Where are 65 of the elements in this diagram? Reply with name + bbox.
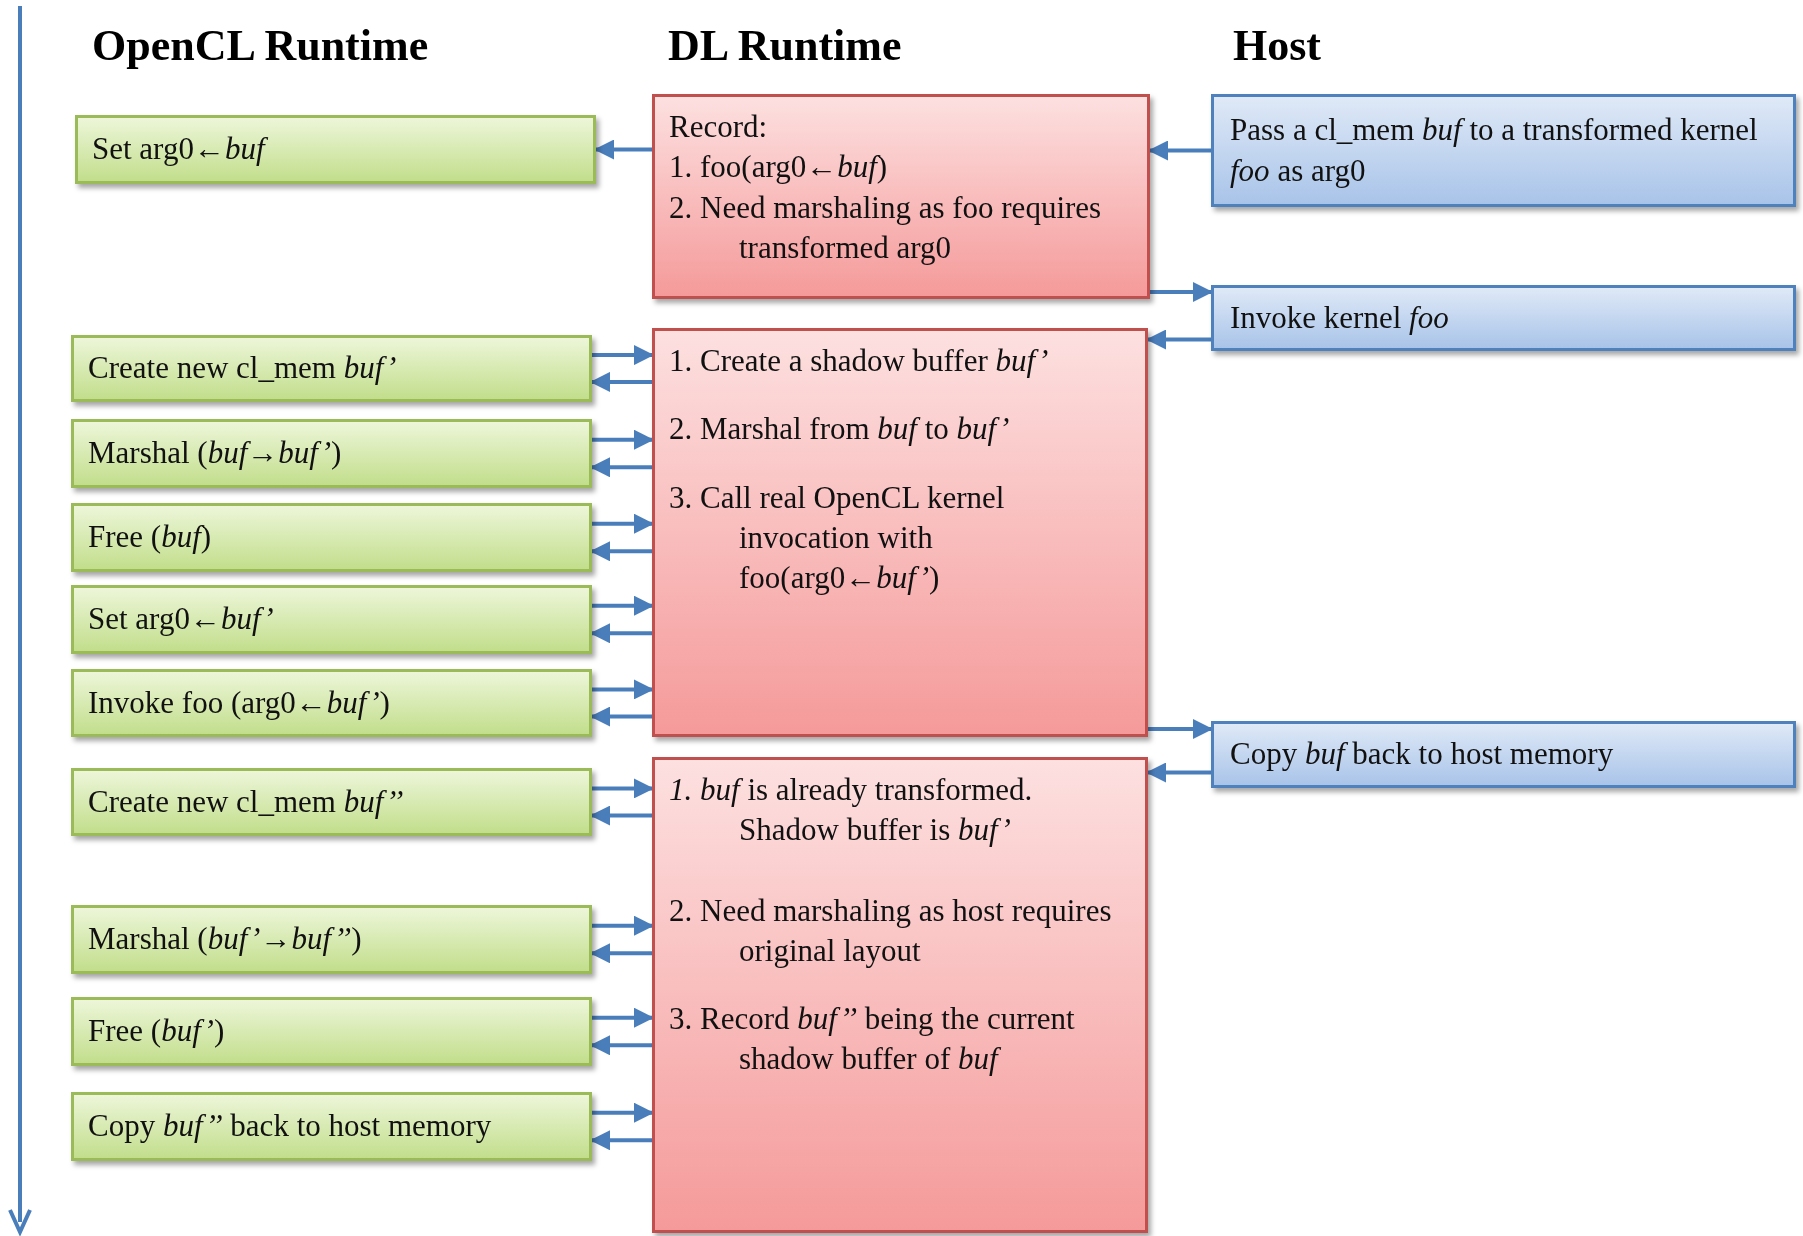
host-box xyxy=(1211,285,1796,351)
list-item: 2. Marshal from buf to buf’ xyxy=(669,410,1011,449)
step-box xyxy=(71,503,592,572)
step-text: Create new cl_mem buf’ xyxy=(88,349,398,388)
step-box xyxy=(71,335,592,402)
arrow xyxy=(592,1102,654,1123)
arrow xyxy=(1148,719,1213,739)
arrow xyxy=(592,345,654,366)
arrow xyxy=(590,706,652,727)
arrow xyxy=(590,623,652,644)
step-text: Create new cl_mem buf’’ xyxy=(88,782,405,821)
runtime-box xyxy=(652,328,1148,737)
box-heading: Record: xyxy=(669,108,769,146)
arrow xyxy=(590,457,652,478)
arrow xyxy=(592,1007,654,1028)
step-text: Set arg0←buf’ xyxy=(88,600,275,639)
list-item: 1. Create a shadow buffer buf’ xyxy=(669,342,1050,380)
step-text: Invoke kernel foo xyxy=(1230,298,1450,337)
list-item: 3. Call real OpenCL kernel invocation with foo(arg0←buf’) xyxy=(669,478,1006,598)
runtime-box xyxy=(652,757,1148,1233)
step-text: Free (buf) xyxy=(88,518,213,557)
arrow xyxy=(1148,140,1211,161)
step-box xyxy=(71,669,592,737)
arrow xyxy=(590,541,652,562)
step-box xyxy=(71,419,592,488)
arrow xyxy=(590,1130,652,1151)
arrow xyxy=(590,805,652,826)
list-item: 2. Need marshaling as host requires original layout xyxy=(669,891,1113,970)
arrow xyxy=(590,371,652,392)
runtime-box xyxy=(652,94,1150,299)
step-box xyxy=(71,768,592,836)
step-box xyxy=(75,115,596,184)
arrow xyxy=(592,595,654,616)
arrow xyxy=(1146,329,1211,350)
step-box xyxy=(71,905,592,974)
step-text: Set arg0←buf xyxy=(92,129,579,170)
list-item: 3. Record buf’’ being the current shadow buffer of buf xyxy=(669,1000,1076,1079)
step-text: Pass a cl_mem buf to a transformed kernel foo as arg0 xyxy=(1230,111,1759,190)
step-text: Copy buf’’ back to host memory xyxy=(88,1107,493,1146)
arrow xyxy=(592,778,654,799)
arrow xyxy=(590,943,652,964)
step-box xyxy=(71,1092,592,1161)
step-box xyxy=(71,585,592,654)
arrow xyxy=(594,139,652,160)
column-heading: Host xyxy=(1233,20,1321,71)
step-text: Copy buf back to host memory xyxy=(1230,735,1615,774)
list-item: 1. foo(arg0←buf) xyxy=(669,148,889,187)
step-text: Free (buf’) xyxy=(88,1012,226,1051)
column-heading: OpenCL Runtime xyxy=(92,20,429,71)
host-box xyxy=(1211,94,1796,207)
step-box xyxy=(71,997,592,1066)
list-item: 1. buf is already transformed. Shadow buffer is buf’ xyxy=(669,771,1034,850)
arrow xyxy=(592,915,654,936)
arrow xyxy=(592,429,654,450)
step-text: Invoke foo (arg0←buf’) xyxy=(88,683,391,722)
arrow xyxy=(590,1035,652,1056)
column-heading: DL Runtime xyxy=(668,20,902,71)
arrow xyxy=(592,513,654,534)
step-text: Marshal (buf→buf’) xyxy=(88,434,343,473)
step-text: Marshal (buf’→buf’’) xyxy=(88,920,363,959)
arrow xyxy=(1146,762,1211,783)
arrow xyxy=(592,679,654,700)
arrow xyxy=(1150,282,1213,302)
list-item: 2. Need marshaling as foo requires transformed arg0 xyxy=(669,188,1103,267)
host-box xyxy=(1211,721,1796,788)
